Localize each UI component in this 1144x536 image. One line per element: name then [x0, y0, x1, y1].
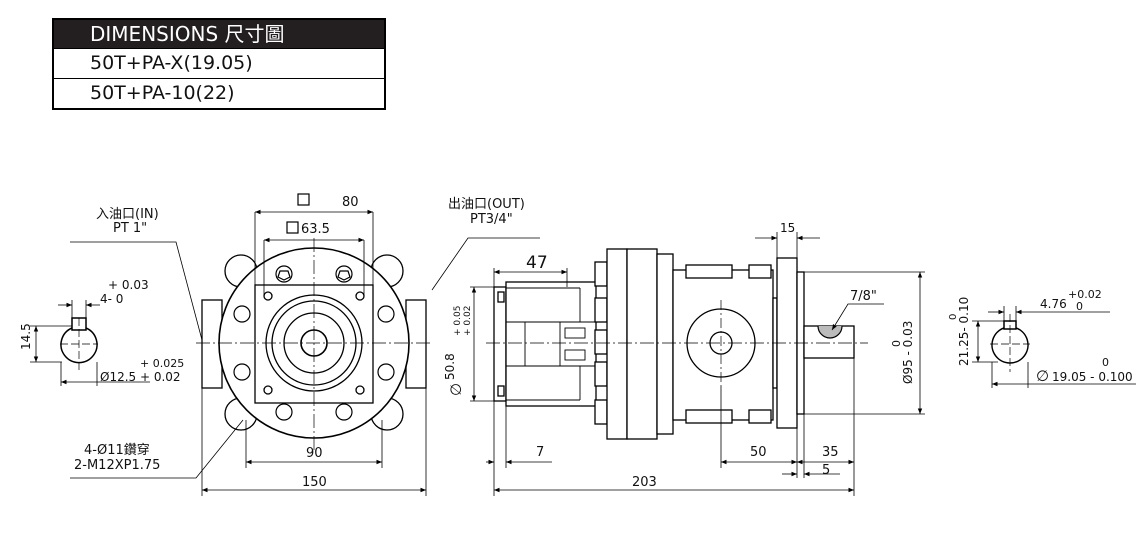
key-width-val: 4- 0	[100, 292, 123, 306]
table-header: DIMENSIONS 尺寸圖	[54, 20, 384, 48]
dimensions-table: DIMENSIONS 尺寸圖 50T+PA-X(19.05) 50T+PA-10…	[52, 18, 386, 110]
dim-7-label: 7	[536, 445, 544, 460]
dia-val-label: 19.05 - 0.100	[1052, 370, 1133, 384]
dim-50-label: 50	[750, 445, 767, 460]
dim-150-label: 150	[302, 475, 327, 490]
key-val: 4.76	[1040, 297, 1067, 311]
outlet-label: 出油口(OUT)	[448, 197, 525, 212]
height-val-label: 21.25- 0.10	[957, 297, 971, 366]
table-row: 50T+PA-10(22)	[54, 78, 384, 108]
height-145-label: 14.5	[19, 323, 33, 350]
dia-symbol: ∅	[1036, 367, 1049, 385]
pilot-tol-a: + 0.05	[453, 306, 463, 336]
flange-val-label: Ø95 - 0.03	[901, 321, 915, 384]
table-row: 50T+PA-X(19.05)	[54, 48, 384, 78]
dim-203-label: 203	[632, 475, 657, 490]
shaft-dia-val: Ø12.5 + 0.02	[100, 370, 181, 384]
square-outer-label: 80	[342, 195, 359, 210]
front-view	[70, 193, 432, 496]
pilot-val-label: 50.8	[443, 353, 457, 380]
holes-label: 4-Ø11鑽穿	[84, 442, 150, 458]
dia-tol-label: 0	[1102, 356, 1109, 369]
side-view	[431, 232, 925, 496]
dim-35-label: 35	[822, 445, 839, 460]
inlet-thread-label: PT 1"	[113, 221, 147, 236]
shaft-section-left	[30, 300, 150, 386]
dim-47-label: 47	[526, 253, 548, 273]
dim-78-label: 7/8"	[850, 289, 877, 304]
shaft-section-right	[972, 306, 1136, 388]
shaft-dia-tol: + 0.025	[140, 357, 184, 370]
outlet-thread-label: PT3/4"	[470, 212, 513, 227]
key-tol-dn: 0	[1076, 300, 1083, 313]
tap-label: 2-M12XP1.75	[74, 458, 160, 473]
square-inner-label: 63.5	[301, 222, 330, 237]
inlet-label: 入油口(IN)	[96, 207, 159, 222]
key-width-tol: + 0.03	[108, 278, 149, 292]
dim-90-label: 90	[306, 446, 323, 461]
height-tol-label: 0	[948, 314, 959, 320]
dim-15-label: 15	[780, 221, 795, 235]
dim-5-label: 5	[822, 463, 830, 478]
pilot-tol-b: + 0.02	[463, 306, 473, 336]
flange-tol-label: 0	[890, 340, 903, 347]
pilot-dia-symbol: ∅	[447, 383, 465, 396]
key-tol-up: +0.02	[1068, 288, 1102, 301]
